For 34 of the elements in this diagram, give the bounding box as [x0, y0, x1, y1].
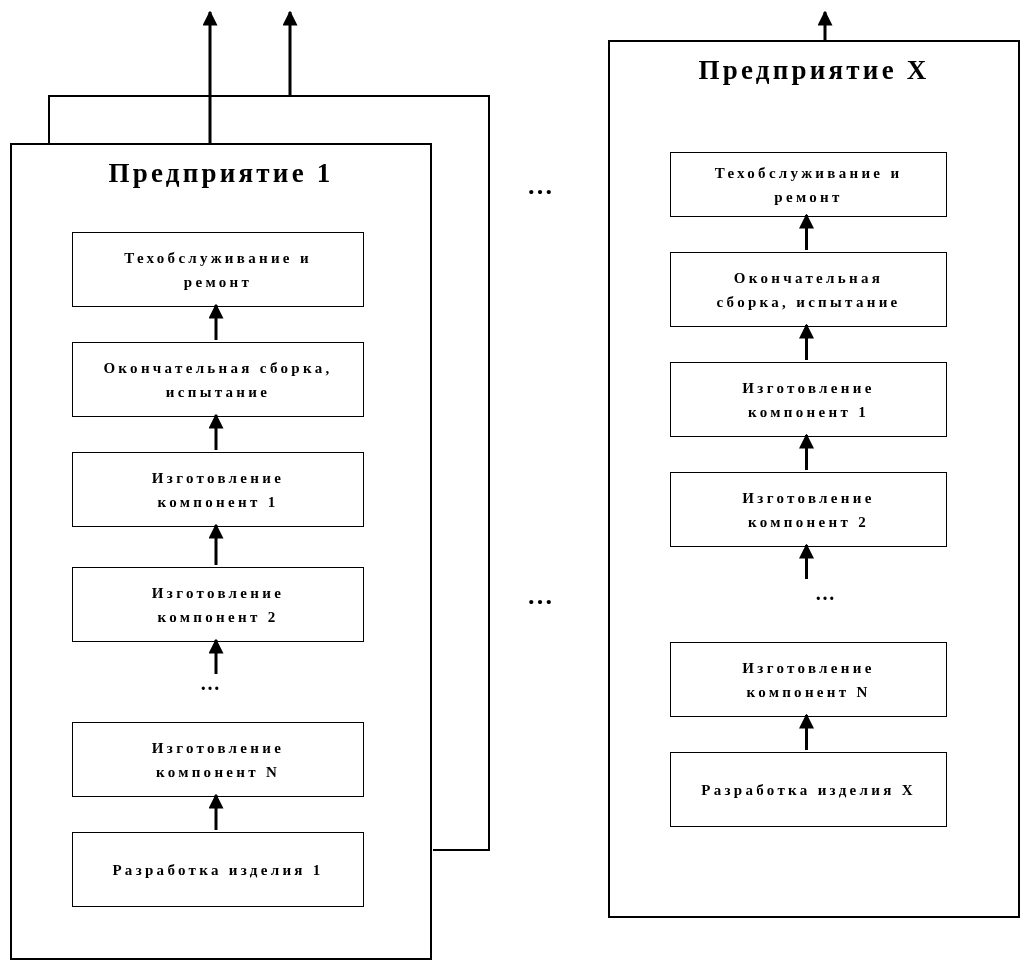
- ellipsis-label: …: [200, 671, 220, 696]
- arrow: [208, 413, 224, 450]
- arrow: [208, 793, 224, 830]
- arrow: [202, 10, 218, 143]
- process-box: Изготовление компонент 1: [72, 452, 364, 527]
- process-box: Разработка изделия 1: [72, 832, 364, 907]
- process-box: Изготовление компонент 2: [72, 567, 364, 642]
- arrow: [799, 543, 814, 579]
- arrow: [208, 303, 224, 340]
- ellipsis-label: …: [815, 581, 835, 606]
- enterprise-panel: [608, 40, 1020, 918]
- arrow: [799, 323, 814, 360]
- arrow: [799, 213, 814, 250]
- process-box: Изготовление компонент 2: [670, 472, 947, 547]
- process-box: Изготовление компонент N: [72, 722, 364, 797]
- ellipsis-label: …: [527, 579, 553, 612]
- arrow: [282, 10, 298, 95]
- card-outline: [48, 95, 490, 143]
- process-box: Окончательная сборка, испытание: [670, 252, 947, 327]
- enterprise-panel: [10, 143, 432, 960]
- process-box: Изготовление компонент N: [670, 642, 947, 717]
- arrow: [817, 10, 833, 40]
- process-box: Изготовление компонент 1: [670, 362, 947, 437]
- arrow: [208, 523, 224, 565]
- ellipsis-label: …: [527, 169, 553, 202]
- arrow: [799, 713, 814, 750]
- process-box: Разработка изделия X: [670, 752, 947, 827]
- process-box: Окончательная сборка, испытание: [72, 342, 364, 417]
- arrow: [799, 433, 814, 470]
- panel-title: Предприятие X: [698, 54, 930, 87]
- arrow: [208, 638, 224, 674]
- process-box: Техобслуживание и ремонт: [72, 232, 364, 307]
- panel-title: Предприятие 1: [108, 157, 334, 190]
- process-box: Техобслуживание и ремонт: [670, 152, 947, 217]
